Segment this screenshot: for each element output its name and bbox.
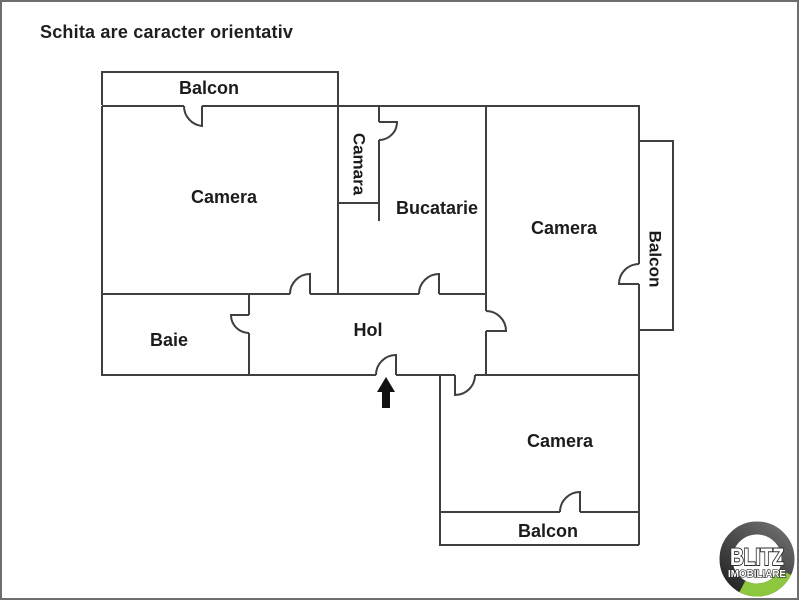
logo-ring: [719, 521, 795, 597]
room-label-balcon-top: Balcon: [178, 78, 240, 98]
disclaimer-text: Schita are caracter orientativ: [40, 22, 294, 42]
room-label-balcon-bottom: Balcon: [517, 521, 579, 541]
logo-green-arc: [739, 568, 791, 597]
door-arc-balcon-right: [617, 263, 640, 285]
door-arc-balcon-bottom: [559, 490, 581, 513]
entrance-arrow-icon: [377, 377, 395, 408]
room-label-hol: Hol: [353, 320, 383, 340]
room-label-balcon-right: Balcon: [645, 230, 665, 288]
door-arc-baie: [229, 314, 250, 334]
room-label-camera-top-left: Camera: [190, 187, 258, 207]
door-arc-bucatarie: [418, 272, 440, 295]
door-arc-camera-right: [485, 310, 508, 332]
door-arc-camera-bottom: [454, 374, 476, 397]
door-arc-entrance: [375, 353, 397, 376]
door-swings: [182, 105, 640, 513]
door-arc-camara: [378, 121, 399, 141]
room-label-bucatarie: Bucatarie: [395, 198, 479, 218]
room-label-camara: Camara: [349, 132, 369, 196]
room-label-camera-bottom: Camera: [526, 431, 594, 451]
logo-brand-text: BLITZ: [730, 544, 784, 571]
wall-lines: [101, 71, 674, 546]
door-arc-balcon-top: [182, 105, 203, 128]
door-arc-camera-top-left: [289, 272, 311, 295]
blitz-imobiliare-logo: BLITZ IMOBILIARE: [719, 521, 795, 597]
room-label-baie: Baie: [149, 330, 189, 350]
room-label-camera-right: Camera: [530, 218, 598, 238]
logo-tagline-text: IMOBILIARE: [728, 569, 786, 580]
